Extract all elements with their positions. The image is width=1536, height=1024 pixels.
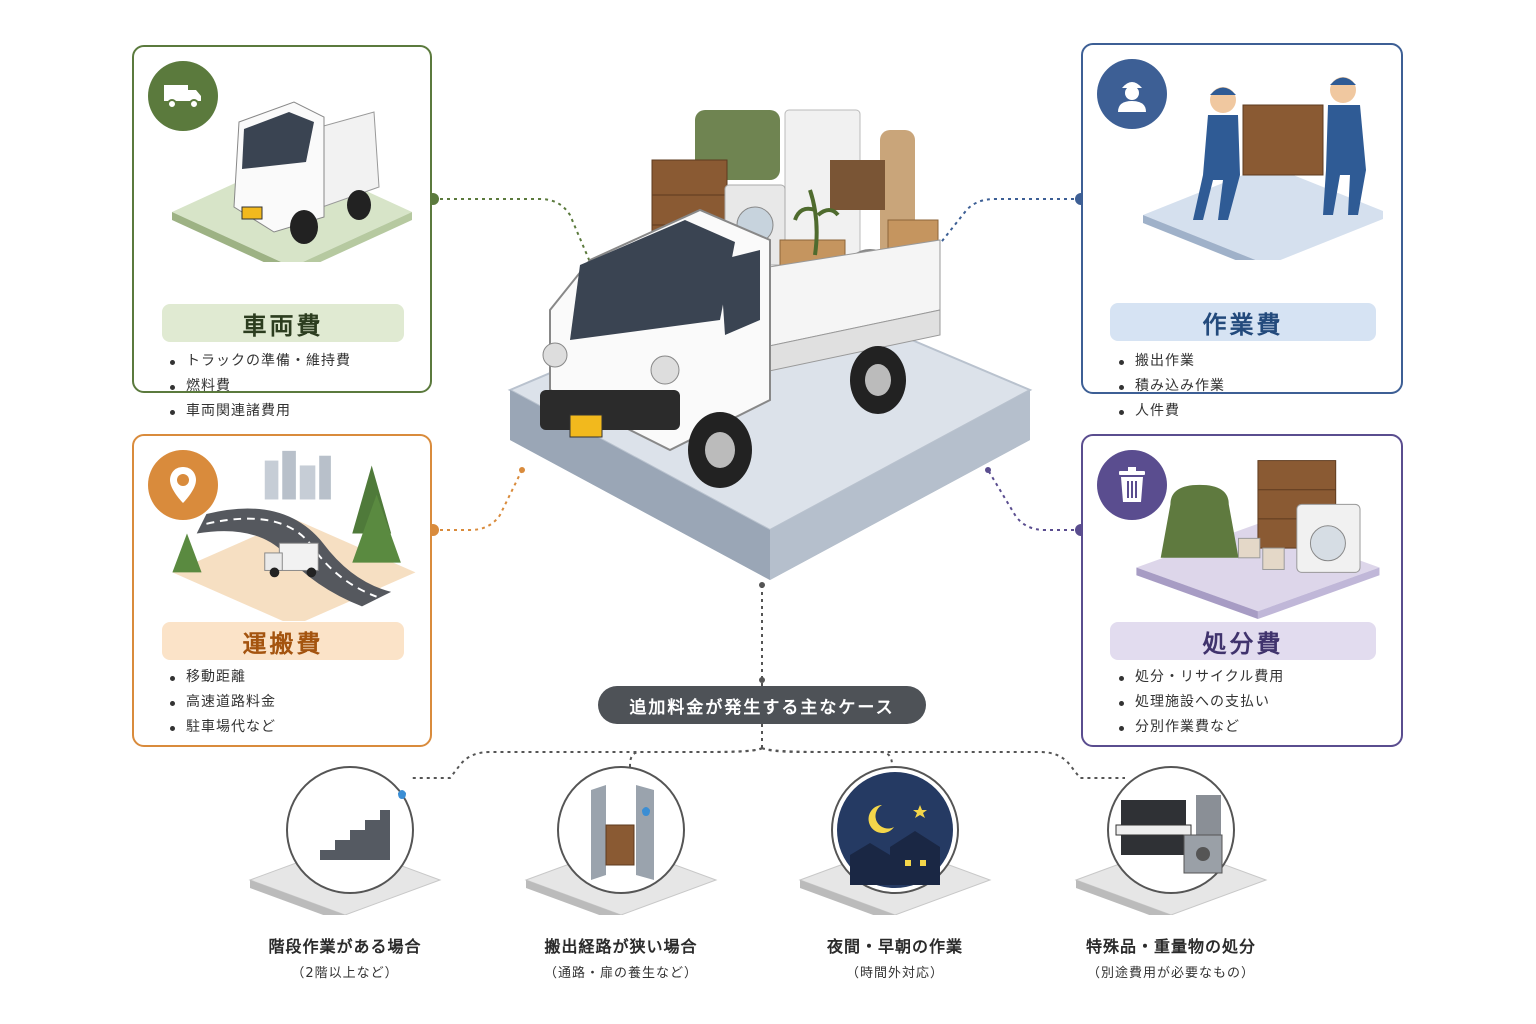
list-item: トラックの準備・維持費 — [166, 349, 351, 374]
worker-icon — [1097, 59, 1167, 129]
extra-charge-label: 追加料金が発生する主なケース — [598, 686, 926, 724]
list-item: 処分・リサイクル費用 — [1115, 665, 1284, 690]
transport-cost-card: 運搬費 移動距離 高速道路料金 駐車場代など — [132, 434, 432, 747]
case-subtitle: （通路・扉の養生など） — [543, 966, 698, 981]
stairs-icon — [248, 766, 442, 915]
list-item: 分別作業費など — [1115, 715, 1284, 740]
road-and-truck-illustration — [172, 450, 416, 621]
list-item: 燃料費 — [166, 374, 351, 399]
case-title: 特殊品・重量物の処分 — [1085, 937, 1256, 956]
card-title: 処分費 — [1110, 622, 1376, 660]
list-item: 積み込み作業 — [1115, 374, 1225, 399]
list-item: 搬出作業 — [1115, 349, 1225, 374]
case-subtitle: （時間外対応） — [845, 966, 944, 981]
cost-item-list: 搬出作業 積み込み作業 人件費 — [1115, 349, 1225, 424]
discarded-furniture-illustration — [1136, 460, 1380, 620]
case-subtitle: （別途費用が必要なもの） — [1086, 966, 1255, 981]
list-item: 処理施設への支払い — [1115, 690, 1284, 715]
location-pin-icon — [148, 450, 218, 520]
card-title: 車両費 — [162, 304, 404, 342]
list-item: 移動距離 — [166, 665, 276, 690]
moon-night-icon — [798, 766, 992, 915]
list-item: 高速道路料金 — [166, 690, 276, 715]
disposal-cost-card: 処分費 処分・リサイクル費用 処理施設への支払い 分別作業費など — [1081, 434, 1403, 747]
truck-icon — [148, 61, 218, 131]
list-item: 車両関連諸費用 — [166, 399, 351, 424]
case-subtitle: （2階以上など） — [291, 966, 399, 981]
loaded-truck-illustration — [507, 109, 1033, 580]
work-cost-card: 作業費 搬出作業 積み込み作業 人件費 — [1081, 43, 1403, 419]
vehicle-cost-card: 車両費 トラックの準備・維持費 燃料費 車両関連諸費用 — [132, 45, 432, 419]
case-title: 夜間・早朝の作業 — [826, 937, 963, 956]
narrow-door-icon — [524, 766, 718, 915]
workers-carrying-box-illustration — [1143, 77, 1383, 260]
cost-item-list: 処分・リサイクル費用 処理施設への支払い 分別作業費など — [1115, 665, 1284, 740]
piano-safe-icon — [1074, 766, 1268, 915]
case-title: 搬出経路が狭い場合 — [544, 937, 698, 956]
cost-item-list: 移動距離 高速道路料金 駐車場代など — [166, 665, 276, 740]
trash-icon — [1097, 450, 1167, 520]
list-item: 人件費 — [1115, 399, 1225, 424]
cost-item-list: トラックの準備・維持費 燃料費 車両関連諸費用 — [166, 349, 351, 424]
case-title: 階段作業がある場合 — [268, 937, 422, 956]
list-item: 駐車場代など — [166, 715, 276, 740]
card-title: 運搬費 — [162, 622, 404, 660]
mini-truck-illustration — [172, 101, 412, 262]
card-title: 作業費 — [1110, 303, 1376, 341]
